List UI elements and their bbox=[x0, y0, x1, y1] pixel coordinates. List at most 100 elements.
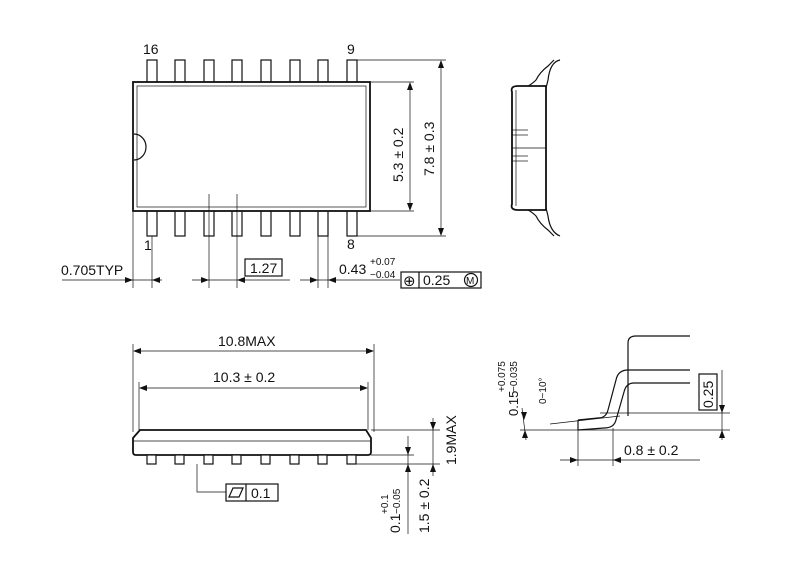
angle-line bbox=[549, 415, 621, 425]
dim-lead-width-plus: +0.07 bbox=[370, 257, 396, 268]
end-view-lead-bottom bbox=[545, 207, 561, 237]
top-pins bbox=[146, 59, 358, 85]
front-view: 10.8MAX 10.3 ± 0.2 0.1 bbox=[132, 333, 459, 534]
basic-dimension-box bbox=[244, 258, 283, 277]
end-view-lead-top bbox=[545, 59, 561, 89]
bottom-pin bbox=[146, 209, 158, 237]
arrow-head bbox=[521, 412, 527, 420]
package-body-top bbox=[132, 81, 371, 212]
dim-lead-thickness-minus: −0.035 bbox=[509, 361, 520, 392]
arrow-head bbox=[366, 348, 374, 354]
front-pin bbox=[231, 454, 242, 465]
top-pin bbox=[174, 59, 186, 85]
front-pin bbox=[317, 454, 328, 465]
bottom-pins bbox=[146, 209, 358, 237]
dim-standoff-plus: +0.1 bbox=[380, 494, 391, 514]
dim-total-width: 7.8 ± 0.3 bbox=[421, 121, 437, 176]
pin-label-9: 9 bbox=[347, 41, 355, 57]
end-view-lead-bottom-outer bbox=[527, 209, 555, 237]
detail-lead-upper bbox=[577, 369, 690, 421]
flatness-icon bbox=[228, 487, 244, 498]
end-view bbox=[510, 59, 561, 237]
position-tolerance-frame bbox=[400, 271, 482, 289]
mmc-modifier-letter: M bbox=[466, 276, 474, 287]
arrow-head bbox=[360, 385, 368, 391]
front-pin bbox=[174, 454, 185, 465]
dim-height-max: 1.9MAX bbox=[443, 415, 459, 465]
top-pin bbox=[346, 59, 358, 85]
front-pin bbox=[203, 454, 214, 465]
pin1-notch bbox=[133, 133, 147, 161]
basic-dimension-box bbox=[698, 373, 718, 411]
arrow-head bbox=[522, 430, 528, 438]
arrow-head bbox=[430, 422, 436, 430]
bottom-pin bbox=[289, 209, 301, 237]
dim-lead-thickness: 0.15 bbox=[506, 391, 521, 416]
arrow-head bbox=[719, 405, 725, 413]
package-body-front bbox=[132, 429, 372, 456]
dim-standoff: 0.1 bbox=[387, 513, 403, 533]
arrow-head bbox=[407, 82, 413, 90]
front-pin bbox=[260, 454, 271, 465]
front-pin bbox=[146, 454, 157, 465]
dim-lead-width-minus: −0.04 bbox=[370, 270, 396, 281]
arrow-head bbox=[438, 60, 444, 68]
front-pin bbox=[346, 454, 357, 465]
bottom-pin bbox=[174, 209, 186, 237]
dim-overall-length: 10.8MAX bbox=[218, 333, 276, 349]
dim-body-length: 10.3 ± 0.2 bbox=[213, 369, 275, 385]
front-pins bbox=[146, 454, 357, 465]
position-tolerance-value: 0.25 bbox=[423, 272, 450, 288]
arrow-head bbox=[237, 277, 245, 283]
end-view-lead-top-outer bbox=[527, 59, 555, 87]
arrow-head bbox=[430, 464, 436, 472]
flatness-leader bbox=[196, 464, 226, 493]
arrow-head bbox=[407, 203, 413, 211]
position-tolerance-icon: ⊕ bbox=[403, 273, 416, 290]
bottom-pin bbox=[346, 209, 358, 237]
mmc-modifier-icon bbox=[463, 272, 479, 288]
dim-standoff-minus: −0.05 bbox=[392, 488, 403, 514]
arrow-head bbox=[328, 277, 336, 283]
dim-pitch: 1.27 bbox=[250, 260, 277, 276]
pin-label-1: 1 bbox=[144, 237, 152, 253]
dim-foot-length: 0.8 ± 0.2 bbox=[624, 442, 679, 458]
flatness-frame bbox=[225, 483, 279, 502]
arrow-head bbox=[133, 348, 141, 354]
flatness-value: 0.1 bbox=[251, 485, 271, 501]
detail-body bbox=[627, 335, 690, 344]
top-pin bbox=[260, 59, 272, 85]
top-pin bbox=[203, 59, 215, 85]
pin-label-8: 8 bbox=[347, 236, 355, 252]
top-pin bbox=[289, 59, 301, 85]
top-view: 16 9 1 8 5.3 ± 0.2 7.8 ± 0.3 0.705TYP bbox=[61, 41, 482, 290]
package-body-inner bbox=[136, 85, 367, 208]
top-pin bbox=[146, 59, 158, 85]
dim-gauge: 0.25 bbox=[700, 381, 716, 408]
dim-body-height: 1.5 ± 0.2 bbox=[416, 478, 432, 533]
arrow-head bbox=[201, 277, 209, 283]
arrow-head bbox=[570, 457, 578, 463]
lead-detail-view: 0.25 0.15 +0.075 −0.035 0~10° 0.8 ± 0.2 bbox=[497, 335, 730, 466]
arrow-head bbox=[613, 457, 621, 463]
arrow-head bbox=[139, 385, 147, 391]
top-pin bbox=[231, 59, 243, 85]
pin-label-16: 16 bbox=[143, 41, 159, 57]
dim-body-width: 5.3 ± 0.2 bbox=[390, 127, 406, 182]
arrow-head bbox=[152, 277, 160, 283]
dim-angle: 0~10° bbox=[538, 377, 549, 404]
arrow-head bbox=[125, 277, 133, 283]
arrow-head bbox=[405, 447, 411, 455]
bottom-pin bbox=[317, 209, 329, 237]
arrow-head bbox=[719, 430, 725, 438]
dim-end-pitch: 0.705TYP bbox=[61, 262, 123, 278]
arrow-head bbox=[438, 228, 444, 236]
top-pin bbox=[317, 59, 329, 85]
front-pin bbox=[289, 454, 300, 465]
detail-lead-lower bbox=[577, 382, 690, 431]
arrow-head bbox=[405, 464, 411, 472]
bottom-pin bbox=[260, 209, 272, 237]
arrow-head bbox=[310, 277, 318, 283]
dim-lead-width: 0.43 bbox=[339, 261, 366, 277]
